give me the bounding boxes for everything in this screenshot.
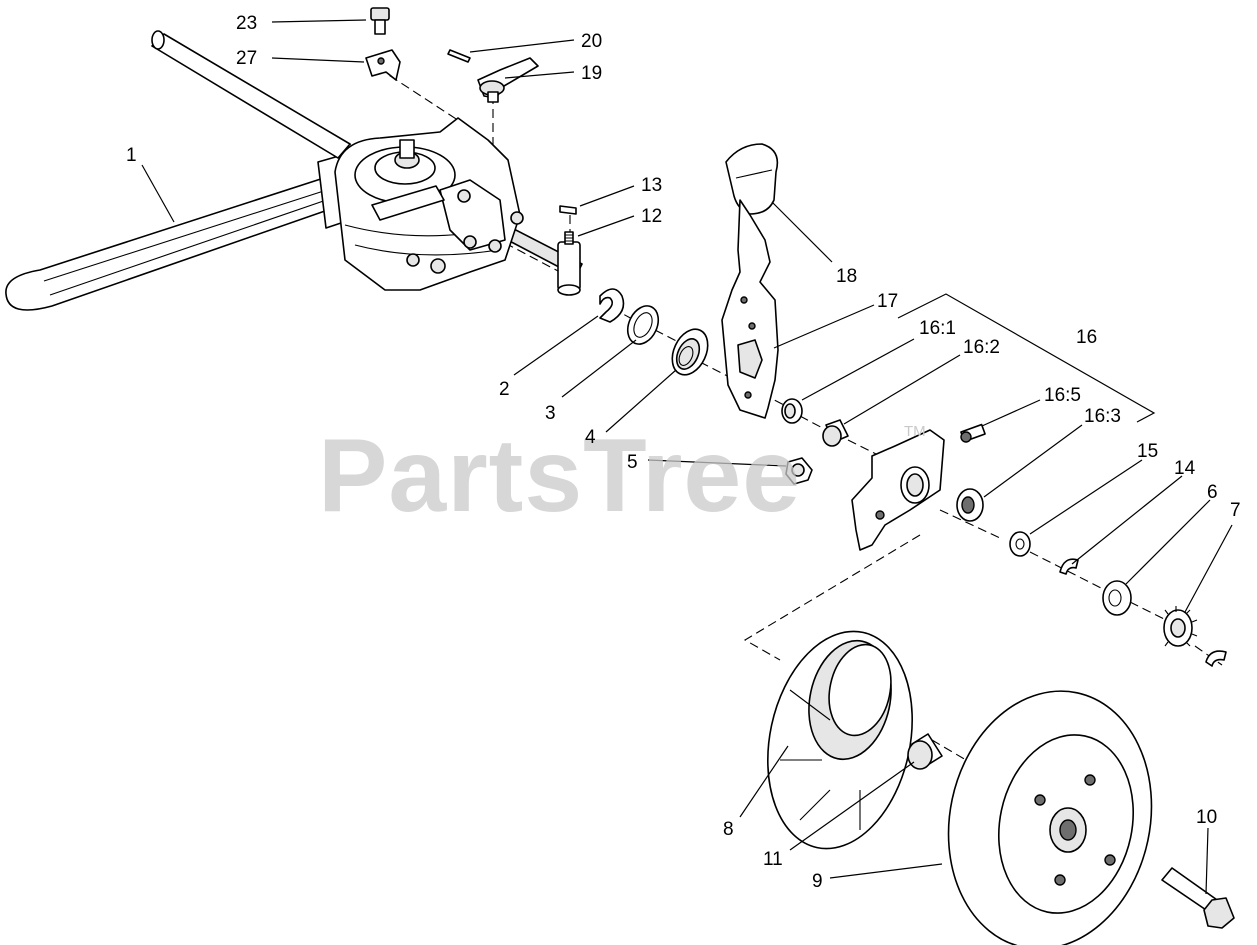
callout-labels: 23 27 20 19 1 13 12 18 17 16 16:1 16:2 1…: [126, 13, 1241, 892]
watermark: PartsTree TM: [318, 418, 926, 534]
callout-16-2: 16:2: [963, 337, 1000, 358]
part-retaining-clip-lower: [1205, 650, 1227, 667]
part-6-washer: [1102, 580, 1132, 616]
part-16-3-washer: [956, 488, 984, 522]
part-15-washer: [1009, 531, 1031, 557]
part-20-pin: [447, 49, 471, 63]
part-13-pin: [559, 205, 577, 215]
callout-20: 20: [581, 31, 602, 52]
part-1-drive-arm: [5, 149, 369, 311]
group-16-bracket-line: [897, 293, 1156, 423]
callout-17: 17: [877, 291, 898, 312]
part-12-spring: [564, 231, 574, 245]
callout-27: 27: [236, 48, 257, 69]
part-16-5-pin: [960, 423, 986, 443]
part-8-hub-cap: [767, 630, 913, 850]
callout-9: 9: [812, 871, 823, 892]
rear-axle-rod: [151, 30, 583, 296]
callout-18: 18: [836, 266, 857, 287]
part-17-adjust-plate: [721, 199, 779, 419]
callout-10: 10: [1196, 807, 1217, 828]
callout-16-3: 16:3: [1084, 406, 1121, 427]
part-27-clip: [365, 49, 401, 81]
callout-13: 13: [641, 175, 662, 196]
part-2-retaining-ring: [599, 288, 625, 323]
part-11-spacer: [907, 733, 943, 770]
part-16-2-spacer: [822, 419, 849, 447]
part-3-washer: [626, 305, 660, 345]
leader-lines: [141, 19, 1233, 895]
transmission-housing: [334, 117, 524, 291]
part-23-bolt: [370, 7, 390, 35]
part-9-wheel: [947, 690, 1153, 945]
callout-2: 2: [499, 379, 510, 400]
callout-19: 19: [581, 63, 602, 84]
callout-8: 8: [723, 819, 734, 840]
callout-4: 4: [585, 427, 596, 448]
callout-23: 23: [236, 13, 257, 34]
part-18-knob: [725, 143, 779, 215]
part-19-lever: [477, 57, 539, 103]
part-7-pinion-gear: [1163, 606, 1198, 647]
callout-14: 14: [1174, 458, 1196, 479]
callout-12: 12: [641, 206, 662, 227]
watermark-trademark: TM: [904, 423, 926, 440]
callout-6: 6: [1207, 482, 1218, 503]
callout-5: 5: [627, 452, 638, 473]
callout-3: 3: [545, 403, 556, 424]
part-4-bushing: [671, 328, 709, 376]
part-16-bracket: [851, 429, 945, 551]
part-10-bolt: [1161, 867, 1235, 929]
callout-16-1: 16:1: [919, 318, 956, 339]
part-5-nut: [785, 457, 813, 485]
callout-15: 15: [1137, 441, 1158, 462]
watermark-text: PartsTree: [318, 418, 801, 534]
callout-16: 16: [1076, 327, 1097, 348]
callout-7: 7: [1230, 500, 1241, 521]
callout-11: 11: [763, 849, 783, 870]
callout-16-5: 16:5: [1044, 385, 1081, 406]
callout-1: 1: [126, 145, 137, 166]
part-16-1-bushing: [781, 398, 803, 424]
